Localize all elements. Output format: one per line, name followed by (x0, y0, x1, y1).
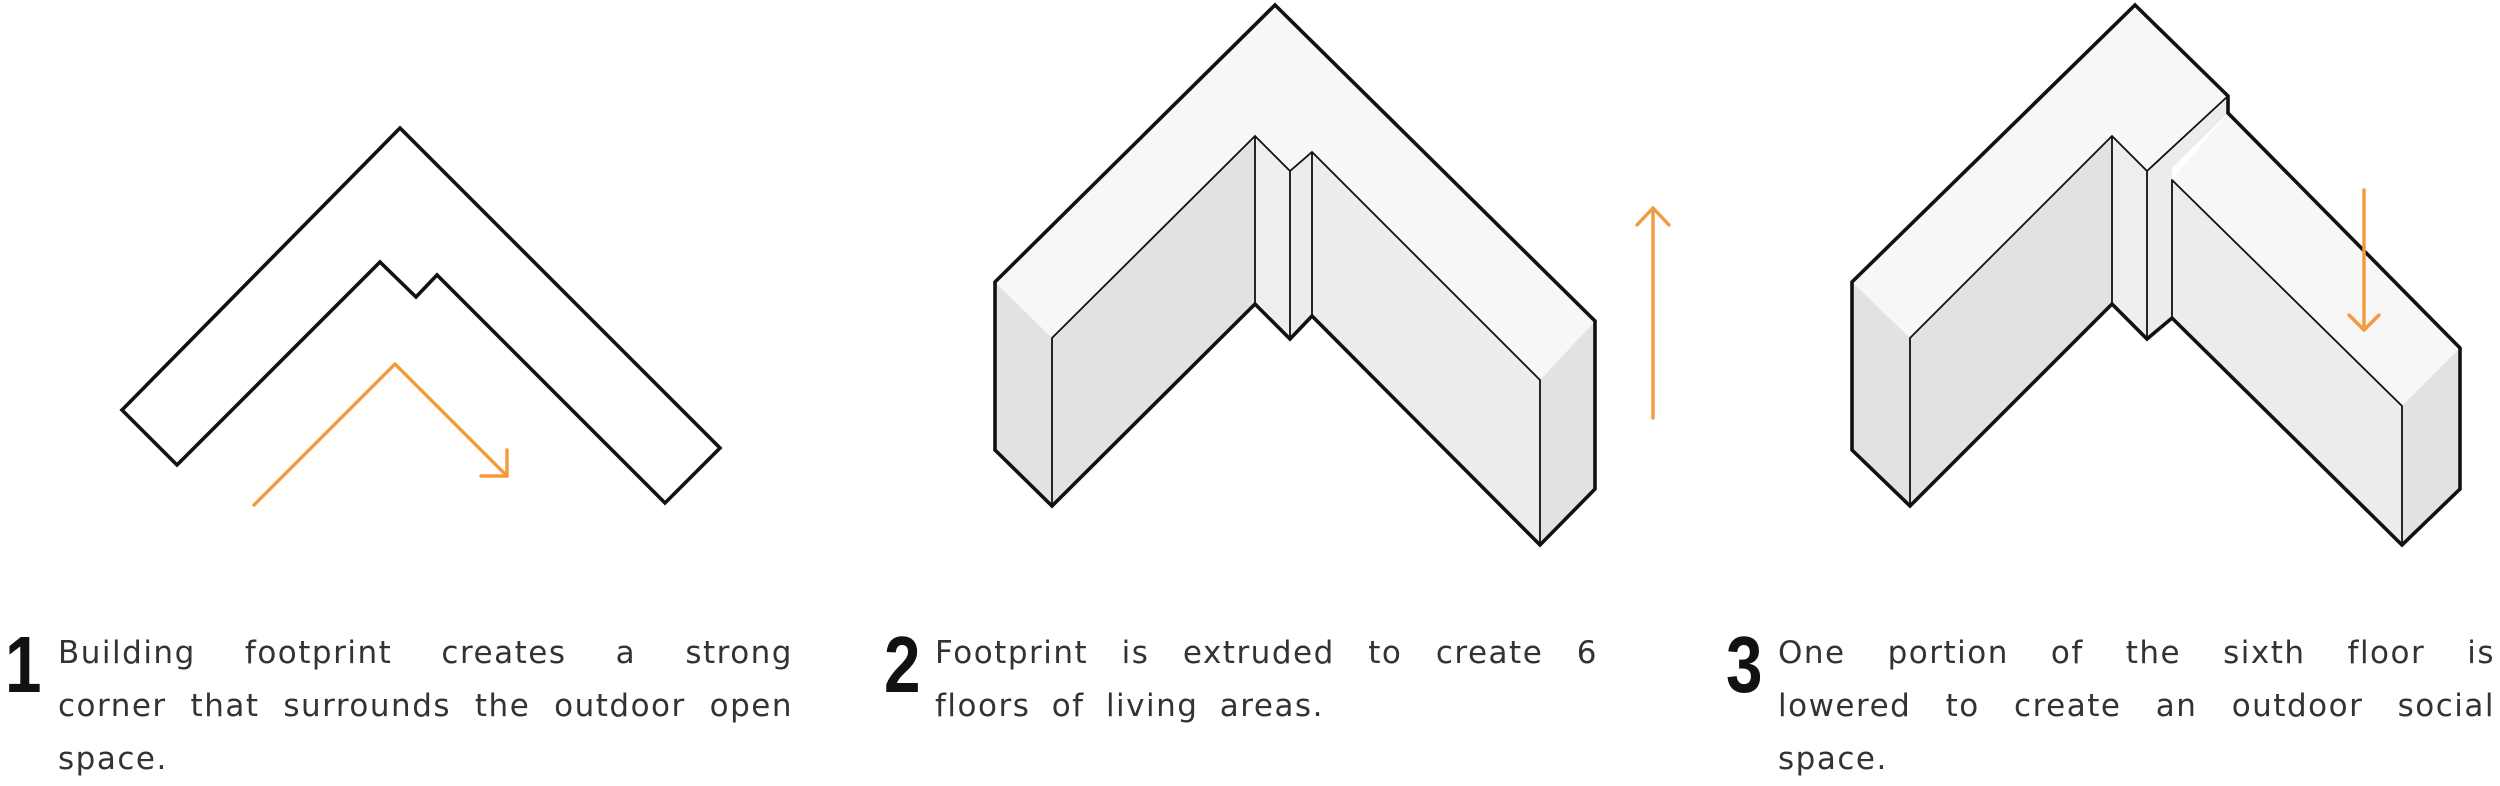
step-2-number: 2 (884, 620, 920, 709)
step-2-caption: 2 Footprint is extruded to create 6 floo… (884, 625, 1624, 735)
footprint-l-shape (119, 125, 723, 506)
panel-3-lowered-floor (1850, 2, 2462, 548)
orange-up-arrow-icon (1635, 206, 1671, 420)
step-1-text: Building footprint creates a strong corn… (58, 635, 793, 777)
extruded-roof (995, 5, 1595, 380)
step-3-number: 3 (1726, 620, 1762, 709)
massing-diagram (119, 2, 2462, 548)
lowered-roof-terrace (2172, 113, 2460, 406)
step-3-text: One portion of the sixth floor is lowere… (1778, 635, 2495, 777)
orange-down-arrow-icon (2347, 188, 2381, 332)
step-1-number: 1 (5, 620, 41, 709)
orange-corner-arrow-icon (252, 362, 509, 507)
step-2-text: Footprint is extruded to create 6 floors… (935, 635, 1598, 724)
lowered-volume-outline (1850, 2, 2462, 548)
upper-roof (1852, 5, 2228, 338)
panel-1-footprint (119, 125, 723, 507)
panel-2-extrusion (993, 2, 1671, 548)
extruded-volume-outline (993, 2, 1597, 548)
step-1-caption: 1 Building footprint creates a strong co… (5, 620, 795, 778)
step-3-caption: 3 One portion of the sixth floor is lowe… (1726, 620, 2496, 778)
